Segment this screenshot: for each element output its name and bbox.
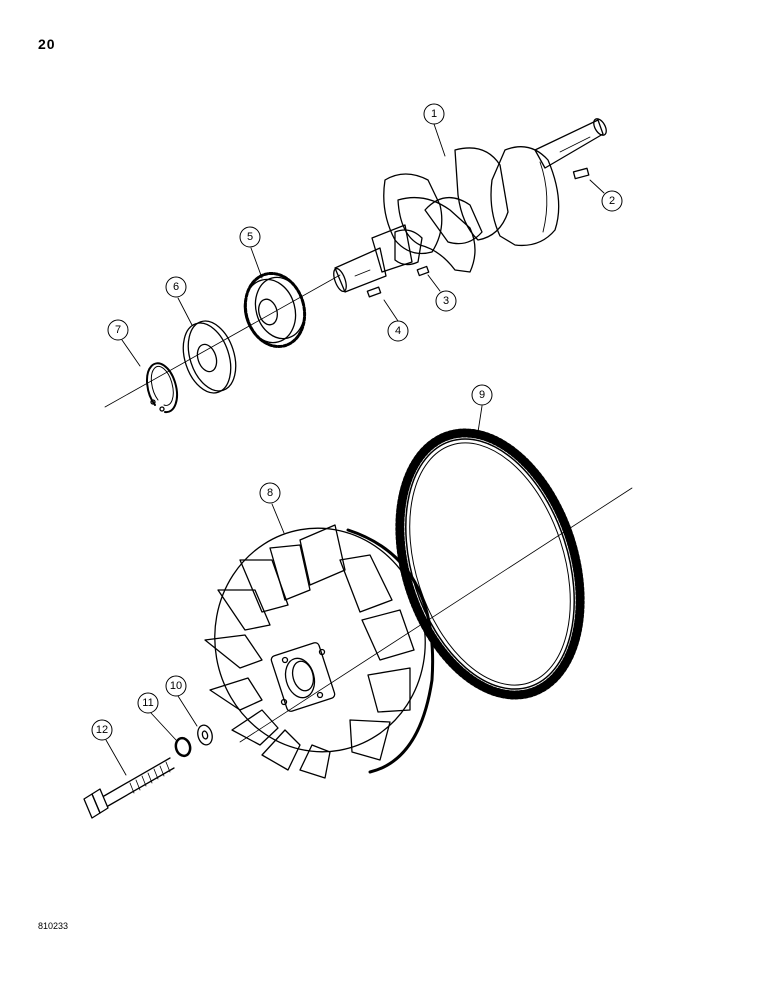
- callout-12: 12: [91, 719, 113, 741]
- callout-9: 9: [471, 384, 493, 406]
- callouts: 1 2 3 4 5 6 7 8: [91, 103, 623, 741]
- callout-7-label: 7: [115, 324, 121, 336]
- callout-2: 2: [601, 190, 623, 212]
- callout-7: 7: [107, 319, 129, 341]
- key-3: [416, 265, 430, 277]
- leader-lines: [105, 123, 605, 776]
- callout-12-label: 12: [96, 724, 108, 736]
- snap-ring: [146, 362, 178, 414]
- callout-8-label: 8: [267, 487, 273, 499]
- crank-axis-line: [104, 274, 341, 408]
- callout-6-label: 6: [173, 281, 179, 293]
- callout-9-label: 9: [479, 389, 485, 401]
- callout-3-label: 3: [443, 295, 449, 307]
- callout-2-label: 2: [609, 195, 615, 207]
- callout-1-label: 1: [431, 108, 437, 120]
- flywheel-bolt: [83, 757, 175, 819]
- page-number: 20: [38, 36, 56, 52]
- flywheel-fan: [204, 524, 435, 779]
- callout-6: 6: [165, 276, 187, 298]
- callout-5-label: 5: [247, 231, 253, 243]
- crank-gear: [243, 271, 307, 349]
- key-2: [572, 167, 590, 180]
- drawing-code: 810233: [38, 921, 69, 931]
- callout-11: 11: [137, 692, 159, 714]
- flat-washer: [197, 724, 213, 746]
- callout-1: 1: [423, 103, 445, 125]
- callout-4: 4: [387, 320, 409, 342]
- callout-5: 5: [239, 226, 261, 248]
- callout-11-label: 11: [142, 697, 153, 709]
- thrust-washer: [182, 320, 237, 394]
- callout-3: 3: [435, 290, 457, 312]
- crankshaft: [333, 118, 607, 293]
- callout-10: 10: [165, 675, 187, 697]
- callout-4-label: 4: [395, 325, 401, 337]
- callout-8: 8: [259, 482, 281, 504]
- callout-10-label: 10: [170, 680, 182, 692]
- lock-washer: [174, 736, 192, 758]
- key-4: [366, 286, 382, 298]
- ring-gear: [395, 428, 585, 700]
